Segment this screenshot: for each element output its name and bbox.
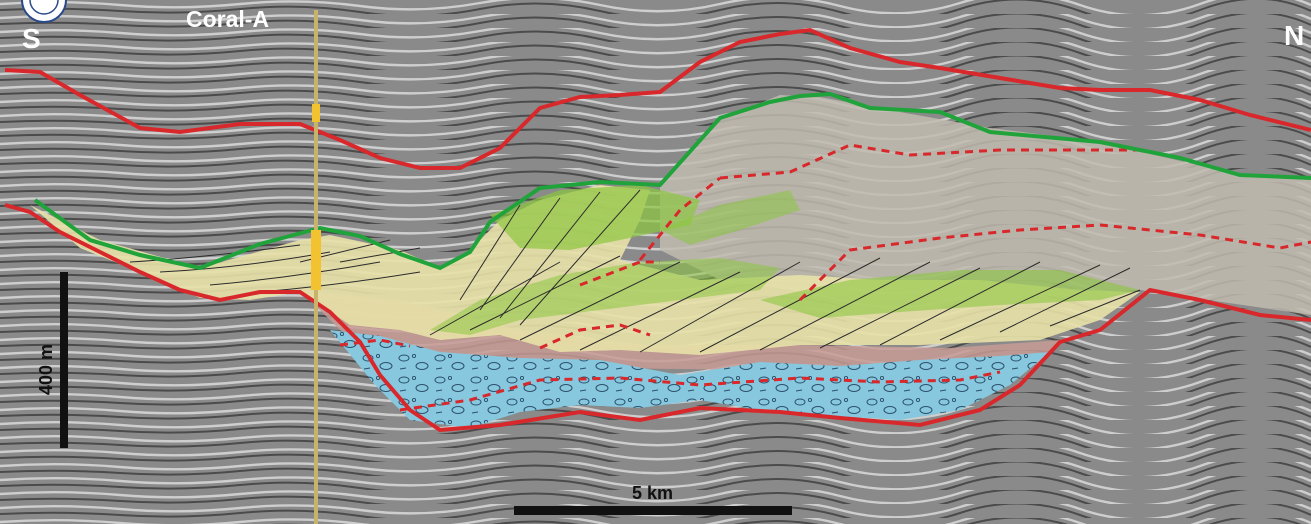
- horizontal-scale-bar: [514, 506, 792, 515]
- horizontal-scale-label: 5 km: [632, 483, 673, 503]
- vertical-scale-label: 400 m: [36, 344, 56, 395]
- institution-seal-icon: [21, 0, 67, 23]
- dashed-horizons: [339, 143, 1311, 412]
- reef-lobe-3: [760, 270, 1140, 318]
- direction-north-label: N: [1284, 20, 1304, 51]
- reef-lobe-1: [490, 185, 700, 250]
- well-top-marker: [312, 104, 320, 122]
- well-name-label: Coral-A: [186, 6, 269, 32]
- shale-unit: [300, 290, 1060, 372]
- reef-lobe-4: [660, 190, 800, 245]
- upper-fill-unit: [660, 95, 1311, 315]
- mtd-unit: [330, 330, 1050, 428]
- horizon-upper-red: [4, 27, 1311, 170]
- direction-south-label: S: [22, 23, 41, 54]
- vertical-scale-bar: [60, 272, 68, 448]
- horizon-green: [33, 91, 1311, 271]
- clinoform-reflectors: [129, 189, 1141, 353]
- well-reservoir-marker: [311, 230, 321, 290]
- reef-lobe-2: [430, 258, 780, 335]
- horizon-lower-red: [4, 203, 1311, 433]
